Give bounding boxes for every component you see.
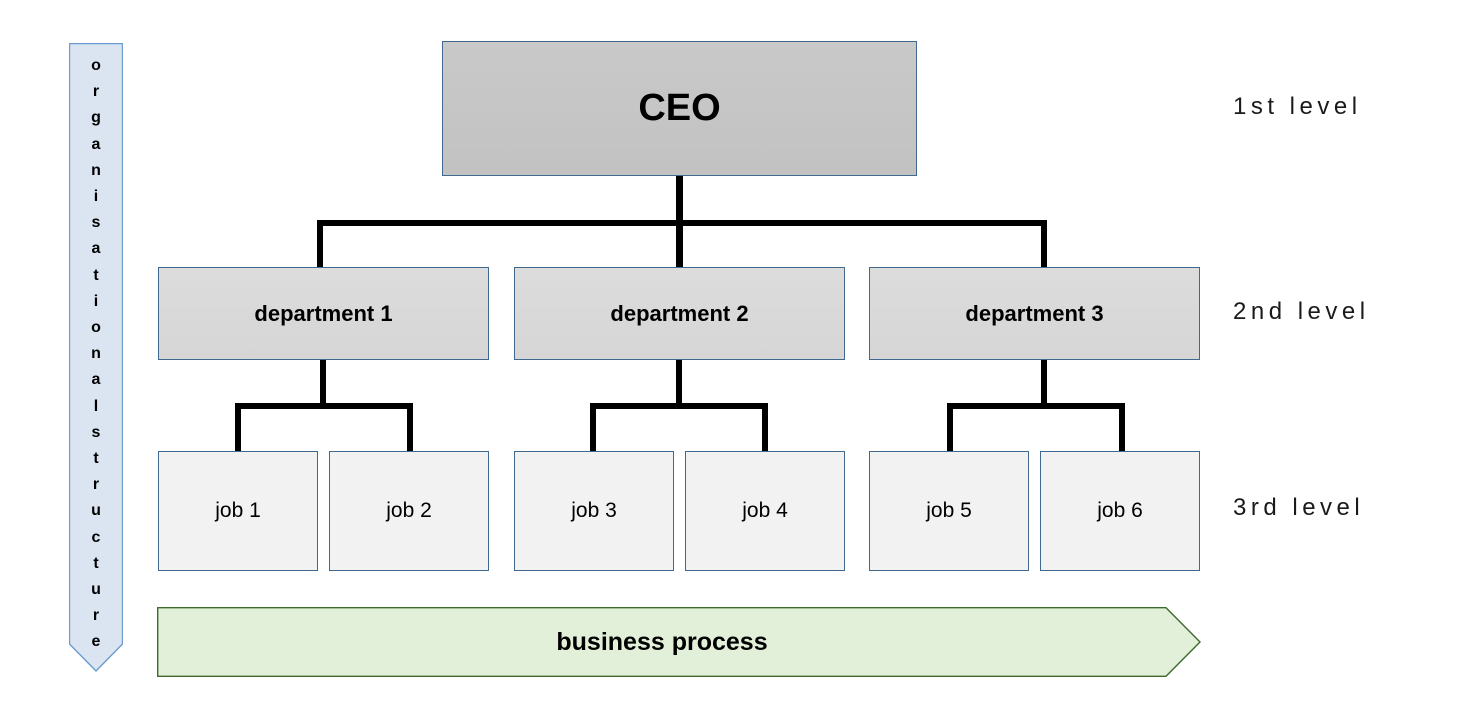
connector-dept1-stem [320,360,326,406]
node-job-1[interactable]: job 1 [158,451,318,571]
connector-dept3-stem [1041,360,1047,406]
node-department-1-label: department 1 [254,300,393,326]
connector-dept1-bus [235,403,413,409]
connector-drop-job6 [1119,403,1125,452]
business-process-arrow[interactable]: business process [157,607,1201,677]
connector-drop-job3 [590,403,596,452]
connector-dept3-bus [947,403,1125,409]
node-job-2[interactable]: job 2 [329,451,489,571]
node-job-3[interactable]: job 3 [514,451,674,571]
connector-drop-dept2 [676,220,683,270]
level-label-3rd: 3rd level [1233,494,1364,522]
business-process-arrow-shape [157,607,1201,677]
node-job-5[interactable]: job 5 [869,451,1029,571]
node-department-3-label: department 3 [965,300,1104,326]
connector-dept2-bus [590,403,768,409]
connector-drop-job1 [235,403,241,452]
connector-drop-job2 [407,403,413,452]
connector-ceo-stem [676,176,683,226]
node-ceo-label: CEO [638,87,721,129]
node-job-2-label: job 2 [386,499,432,522]
node-job-3-label: job 3 [571,499,617,522]
level-label-2nd: 2nd level [1233,298,1370,326]
connector-drop-job5 [947,403,953,452]
node-department-3[interactable]: department 3 [869,267,1200,360]
connector-dept2-stem [676,360,682,406]
node-job-5-label: job 5 [926,499,972,522]
node-department-1[interactable]: department 1 [158,267,489,360]
level-label-2nd-text: 2nd level [1233,298,1370,325]
connector-drop-job4 [762,403,768,452]
node-department-2[interactable]: department 2 [514,267,845,360]
node-department-2-label: department 2 [610,300,749,326]
level-label-1st: 1st level [1233,93,1362,121]
node-job-1-label: job 1 [215,499,261,522]
node-ceo[interactable]: CEO [442,41,917,176]
org-arrow-shape [69,43,123,672]
node-job-6-label: job 6 [1097,499,1143,522]
level-label-1st-text: 1st level [1233,93,1362,120]
node-job-4[interactable]: job 4 [685,451,845,571]
connector-drop-dept3 [1041,220,1047,270]
connector-drop-dept1 [317,220,323,270]
organisational-structure-arrow[interactable]: o r g a n i s a t i o n a l s t r u c t … [69,43,123,672]
node-job-4-label: job 4 [742,499,788,522]
level-label-3rd-text: 3rd level [1233,494,1365,521]
node-job-6[interactable]: job 6 [1040,451,1200,571]
